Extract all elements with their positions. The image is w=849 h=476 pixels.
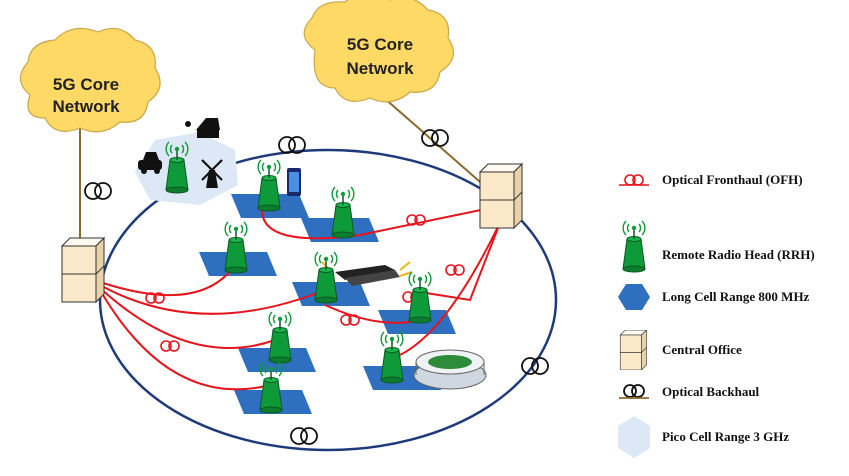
cloud-right-line1: 5G Core bbox=[347, 35, 413, 54]
backhaul-coil-icon bbox=[612, 382, 656, 402]
pico-cell-hexagon-icon bbox=[612, 414, 656, 460]
core-network-cloud-left: 5G Core Network bbox=[19, 27, 161, 133]
legend-item-pico-cell: Pico Cell Range 3 GHz bbox=[612, 414, 789, 460]
coverage-area-ellipse bbox=[98, 148, 558, 452]
central-office-icon bbox=[612, 330, 656, 370]
rrh-icon bbox=[612, 206, 656, 276]
legend-item-fronthaul: Optical Fronthaul (OFH) bbox=[612, 172, 803, 188]
legend-label-backhaul: Optical Backhaul bbox=[662, 384, 760, 399]
cloud-right-line2: Network bbox=[346, 59, 414, 78]
windmill-icon bbox=[201, 159, 223, 188]
rrh-5 bbox=[408, 271, 432, 324]
legend-item-rrh: Remote Radio Head (RRH) bbox=[612, 206, 815, 276]
long-cell-hexagon-icon bbox=[612, 282, 656, 312]
cloud-left-line2: Network bbox=[52, 97, 120, 116]
central-office-right bbox=[479, 163, 523, 229]
legend-label-fronthaul: Optical Fronthaul (OFH) bbox=[662, 172, 803, 187]
core-network-cloud-right: 5G Core Network bbox=[303, 0, 455, 103]
legend-label-long-cell: Long Cell Range 800 MHz bbox=[662, 289, 810, 304]
rrh-6 bbox=[268, 311, 292, 364]
rrh-7 bbox=[380, 331, 404, 384]
backhaul-line-right bbox=[374, 89, 496, 196]
legend-item-long-cell: Long Cell Range 800 MHz bbox=[612, 282, 809, 312]
rrh-4 bbox=[314, 251, 338, 304]
fronthaul-coil-icon bbox=[612, 172, 656, 188]
network-diagram: 5G Core Network 5G Core Network bbox=[19, 0, 558, 452]
fronthaul-lines bbox=[99, 204, 506, 391]
smartphone-icon bbox=[287, 168, 301, 196]
legend-item-central-office: Central Office bbox=[612, 330, 742, 370]
barn-icon bbox=[185, 118, 220, 138]
taxi-icon bbox=[138, 152, 162, 174]
cloud-left-line1: 5G Core bbox=[53, 75, 119, 94]
legend-item-backhaul: Optical Backhaul bbox=[612, 382, 759, 402]
rrh-2 bbox=[331, 186, 355, 239]
stadium-icon bbox=[413, 349, 487, 390]
rrh-3 bbox=[224, 221, 248, 274]
central-office-left bbox=[61, 237, 105, 303]
legend-label-central-office: Central Office bbox=[662, 342, 742, 357]
rrh-1 bbox=[257, 159, 281, 212]
legend-label-pico-cell: Pico Cell Range 3 GHz bbox=[662, 429, 790, 444]
legend-label-rrh: Remote Radio Head (RRH) bbox=[662, 247, 815, 262]
